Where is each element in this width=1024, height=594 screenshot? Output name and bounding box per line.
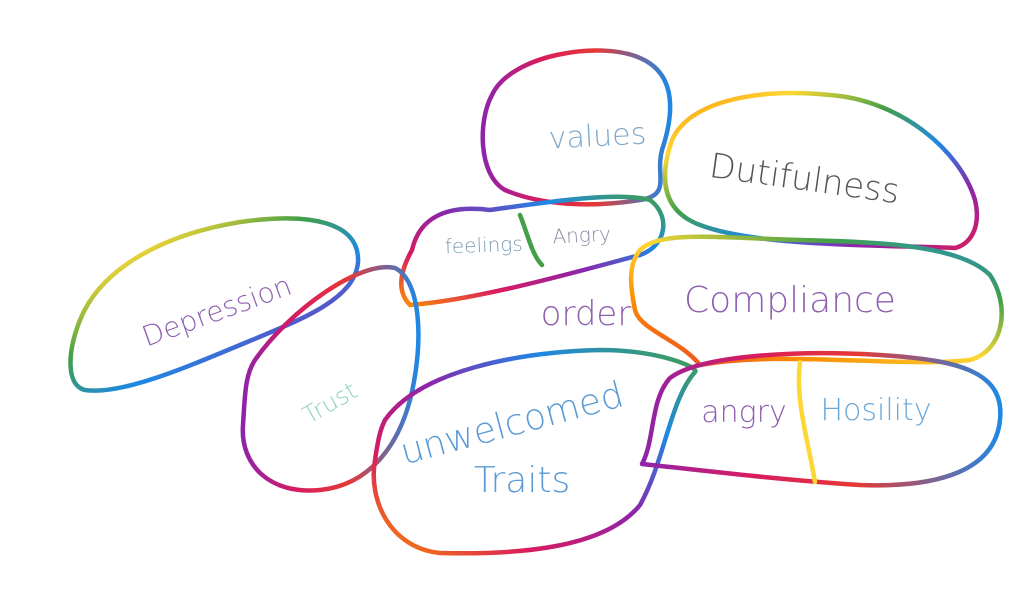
blob-values [480, 48, 673, 207]
label-angry-small: Angry [552, 221, 612, 248]
blob-dutifulness [662, 90, 980, 251]
label-order: order [541, 294, 632, 334]
label-unwelcomed: unwelcomed [396, 374, 628, 473]
label-angry: angry [701, 395, 787, 430]
blob-trust [240, 264, 421, 493]
divider-angry-hosility [796, 359, 818, 485]
label-dutifulness: Dutifulness [707, 146, 902, 212]
blob-compliance [628, 234, 1004, 368]
blob-depression [68, 216, 361, 393]
blob-feelings [399, 194, 666, 308]
label-values: values [548, 116, 647, 156]
label-traits: Traits [474, 460, 570, 501]
label-feelings: feelings [444, 232, 523, 259]
blob-angry-hosility [639, 351, 1003, 488]
divider-feelings-angry [517, 212, 545, 268]
blob-unwelcomed-traits [371, 347, 698, 556]
label-trust: Trust [298, 376, 362, 429]
label-compliance: Compliance [684, 280, 896, 321]
label-hosility: Hosility [820, 393, 931, 428]
